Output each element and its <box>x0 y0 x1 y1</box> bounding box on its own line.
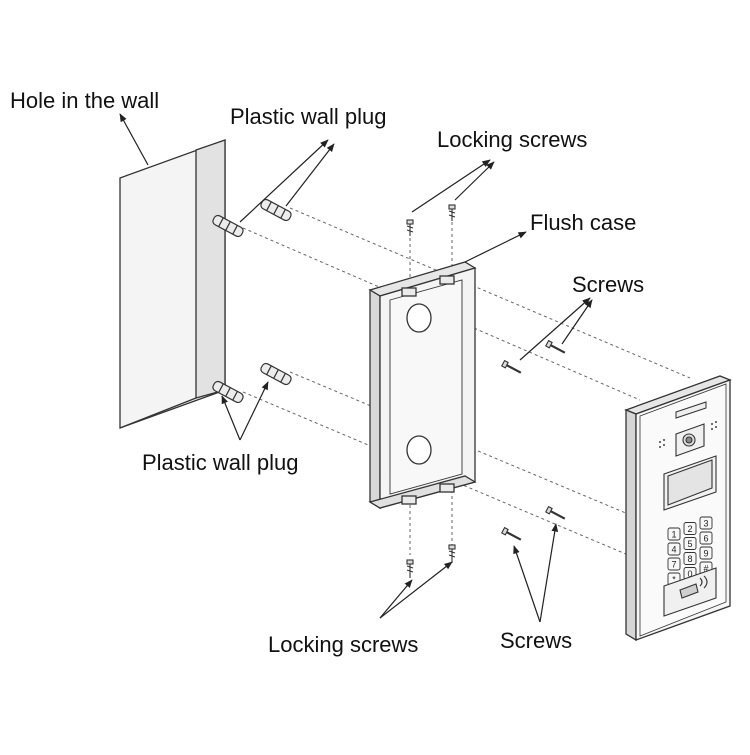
plastic-wall-plug <box>212 214 244 238</box>
screw <box>545 339 566 354</box>
keypad-key-label: 2 <box>687 524 692 534</box>
plastic-wall-plug <box>260 198 292 222</box>
keypad-key-label: 9 <box>703 549 708 559</box>
card-reader <box>663 567 717 617</box>
label-locking-screws-top: Locking screws <box>437 127 588 152</box>
speaker-grille <box>659 421 717 448</box>
camera-lens <box>675 423 705 457</box>
keypad-key-label: 3 <box>703 519 708 529</box>
speaker-slot <box>675 401 707 419</box>
screw <box>501 359 522 374</box>
keypad-key: 6 <box>699 531 713 545</box>
label-screws-top: Screws <box>572 272 645 297</box>
display-screen <box>663 455 717 511</box>
keypad-key-label: # <box>703 564 708 574</box>
plastic-wall-plug <box>260 362 292 386</box>
keypad-key: 9 <box>699 546 713 560</box>
keypad-key-label: 1 <box>671 530 676 540</box>
locking-screw <box>406 219 414 236</box>
label-hole-in-wall: Hole in the wall <box>10 88 160 113</box>
screw <box>545 505 566 520</box>
keypad-key: 4 <box>667 542 681 556</box>
locking-screw <box>448 544 456 563</box>
keypad-key-label: 6 <box>703 534 708 544</box>
callout-arrows <box>119 113 593 623</box>
label-flush-case: Flush case <box>530 210 637 235</box>
keypad-key: 8 <box>683 552 697 565</box>
keypad-key: 2 <box>683 522 697 535</box>
label-screws-bottom: Screws <box>500 628 573 653</box>
plastic-wall-plug <box>212 380 244 404</box>
keypad-key-label: 5 <box>687 539 692 549</box>
wall-hole <box>119 139 226 429</box>
keypad-key-label: * <box>672 575 676 585</box>
keypad-key-label: 7 <box>671 560 676 570</box>
label-locking-screws-bottom: Locking screws <box>268 632 419 657</box>
label-plastic-wall-plug-bottom: Plastic wall plug <box>142 450 299 475</box>
locking-screw <box>406 559 414 578</box>
keypad-key: 7 <box>667 557 681 571</box>
keypad-key: 3 <box>699 516 713 530</box>
locking-screw <box>448 204 456 221</box>
flush-case <box>368 261 477 510</box>
label-plastic-wall-plug-top: Plastic wall plug <box>230 104 387 129</box>
keypad-key-label: 4 <box>671 545 676 555</box>
keypad-key-label: 8 <box>687 554 692 564</box>
screw <box>501 526 522 541</box>
keypad-key: 5 <box>683 537 697 550</box>
keypad-key-label: 0 <box>687 569 692 579</box>
keypad-key: 1 <box>667 527 681 541</box>
